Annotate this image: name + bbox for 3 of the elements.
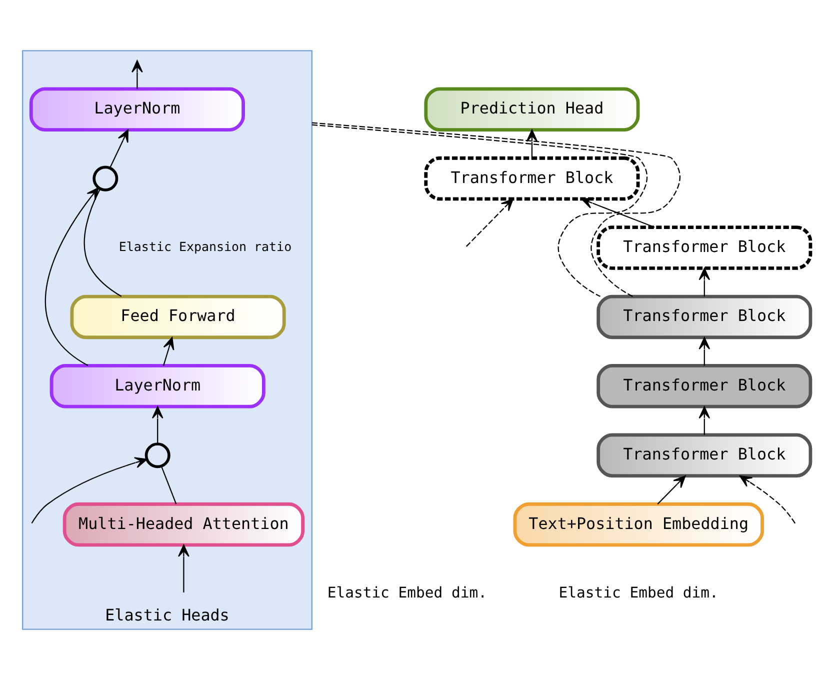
- label: Elastic Embed dim.: [326, 584, 487, 602]
- label: Elastic Embed dim.: [558, 584, 718, 602]
- label: Elastic Expansion ratio: [118, 238, 292, 254]
